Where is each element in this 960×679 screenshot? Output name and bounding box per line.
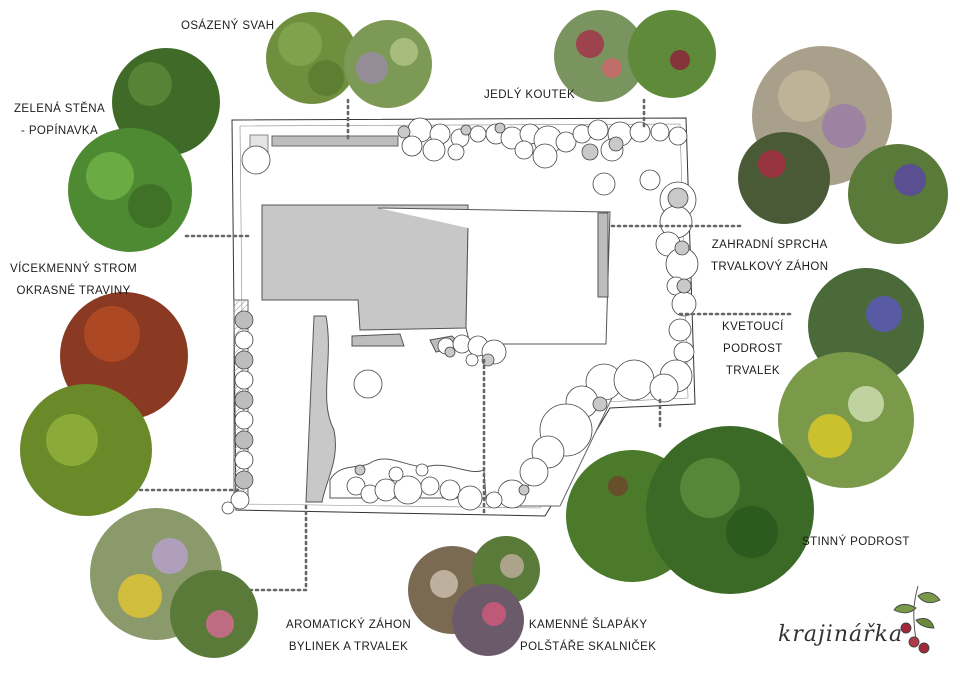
label-vicekmenny: VÍCEKMENNÝ STROM OKRASNÉ TRAVINY xyxy=(10,258,137,302)
entrance-step-1 xyxy=(351,333,405,347)
label-zelena-stena-line2: - POPÍNAVKA xyxy=(21,125,99,137)
label-osazeny-svah: OSÁZENÝ SVAH xyxy=(181,20,275,32)
label-aromaticky: AROMATICKÝ ZÁHON BYLINEK A TRVALEK xyxy=(286,614,411,658)
connector-aromaticky xyxy=(248,500,308,592)
label-zelena-stena-line1: ZELENÁ STĚNA xyxy=(14,103,106,115)
label-kvetouci-line2: PODROST xyxy=(723,343,783,355)
label-vicekmenny-line2: OKRASNÉ TRAVINY xyxy=(16,285,131,297)
label-stinny: STINNÝ PODROST xyxy=(802,536,910,548)
label-sprcha-line2: TRVALKOVÝ ZÁHON xyxy=(711,261,829,273)
photo-green-wall-2 xyxy=(68,128,192,252)
photo-shower-2 xyxy=(738,132,830,224)
label-aromaticky-line1: AROMATICKÝ ZÁHON xyxy=(286,619,412,631)
label-aromaticky-line2: BYLINEK A TRVALEK xyxy=(288,641,409,653)
house xyxy=(261,204,469,331)
label-slapaky: KAMENNÉ ŠLAPÁKY POLŠTÁŘE SKALNIČEK xyxy=(520,614,656,658)
photo-shower-3 xyxy=(848,144,948,244)
photo-edible-1 xyxy=(554,10,646,102)
house-wall xyxy=(597,212,609,298)
label-sprcha-line1: ZAHRADNÍ SPRCHA xyxy=(711,239,828,251)
label-kvetouci-line1: KVETOUCÍ xyxy=(722,321,784,333)
photos xyxy=(20,10,948,658)
label-slapaky-line1: KAMENNÉ ŠLAPÁKY xyxy=(528,619,648,631)
label-kvetouci: KVETOUCÍ PODROST TRVALEK xyxy=(722,316,784,382)
label-sprcha: ZAHRADNÍ SPRCHA TRVALKOVÝ ZÁHON xyxy=(711,234,828,278)
house-annex xyxy=(377,207,611,345)
label-zelena-stena: ZELENÁ STĚNA - POPÍNAVKA xyxy=(14,98,105,142)
lawn-bed xyxy=(305,315,336,503)
logo-wordmark: krajinářka xyxy=(778,622,904,647)
label-jedly-koutek: JEDLÝ KOUTEK xyxy=(484,89,576,101)
photo-flowering-2 xyxy=(778,352,914,488)
connectors xyxy=(138,98,794,592)
label-kvetouci-line3: TRVALEK xyxy=(725,365,780,377)
raspberry-sketch-icon xyxy=(893,585,941,654)
slope-bed xyxy=(271,135,399,147)
plot-boundary xyxy=(231,117,696,517)
label-vicekmenny-line1: VÍCEKMENNÝ STROM xyxy=(10,263,138,275)
label-slapaky-line2: POLŠTÁŘE SKALNIČEK xyxy=(520,641,657,653)
plants xyxy=(221,117,699,515)
